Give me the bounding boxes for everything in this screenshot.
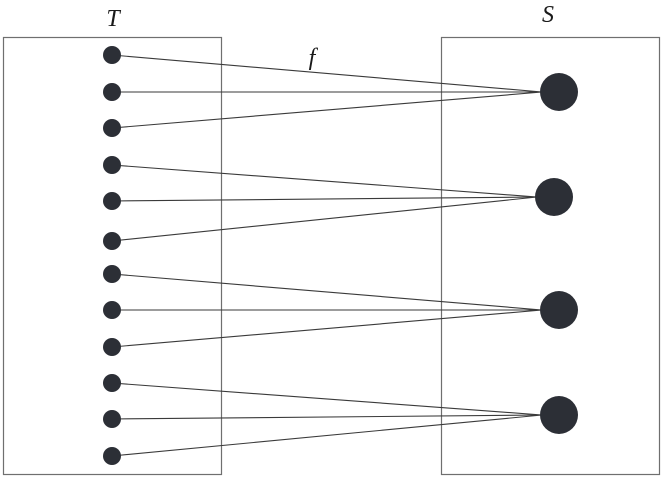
set-t-element — [103, 410, 121, 428]
set-s-label: S — [542, 2, 554, 28]
mapping-edge — [111, 196, 538, 202]
set-t-element — [103, 447, 121, 465]
set-s-element — [540, 73, 578, 111]
edges-group — [111, 54, 543, 457]
mapping-edge — [111, 196, 538, 242]
mapping-edge — [111, 309, 543, 348]
set-t-element — [103, 192, 121, 210]
mapping-edge — [111, 382, 543, 416]
set-s-element — [540, 291, 578, 329]
mapping-edge — [111, 414, 543, 420]
set-t-element — [103, 338, 121, 356]
function-f-label: f — [309, 45, 319, 71]
set-s-elements — [535, 73, 578, 434]
set-t-element — [103, 232, 121, 250]
set-s-element — [540, 396, 578, 434]
set-s-box — [440, 36, 661, 476]
set-t-element — [103, 46, 121, 64]
set-t-element — [103, 265, 121, 283]
set-t-element — [103, 156, 121, 174]
set-t-element — [103, 119, 121, 137]
mapping-edge — [111, 273, 543, 311]
set-t-box — [2, 36, 223, 476]
set-s-element — [535, 178, 573, 216]
mapping-edge — [111, 91, 543, 129]
set-t-element — [103, 301, 121, 319]
set-t-element — [103, 83, 121, 101]
set-t-element — [103, 374, 121, 392]
set-t-label: T — [106, 6, 121, 32]
mapping-edge — [111, 54, 543, 93]
set-t-elements — [103, 46, 121, 465]
mapping-edge — [111, 414, 543, 457]
mapping-edge — [111, 164, 538, 198]
